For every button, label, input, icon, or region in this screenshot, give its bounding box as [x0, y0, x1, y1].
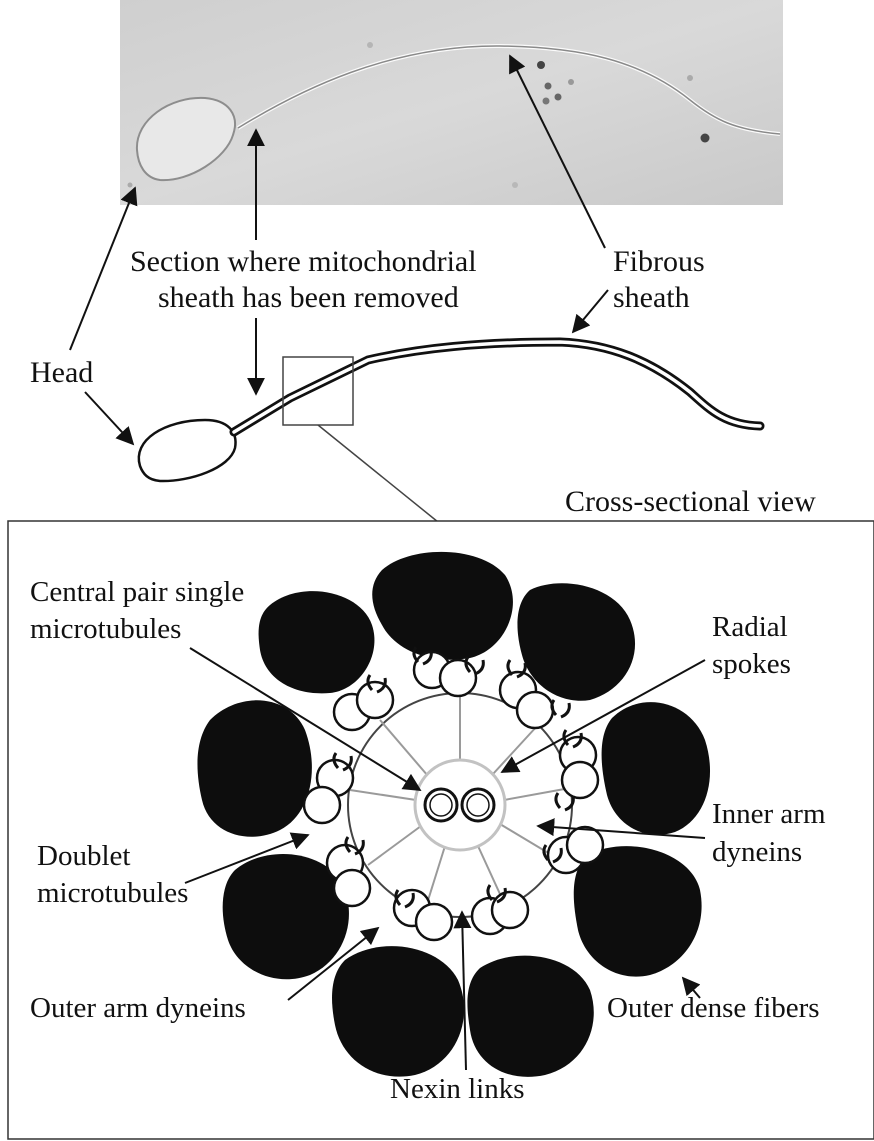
outer-dense-fiber: [259, 591, 375, 693]
outer-arm-dyneins-label: Outer arm dyneins: [30, 992, 246, 1024]
radial-spokes-label-line1: Radial: [712, 611, 788, 643]
head-label: Head: [30, 356, 93, 389]
detail-leader-line: [318, 425, 438, 522]
outer-dense-fiber: [197, 700, 311, 836]
detail-box: [283, 357, 353, 425]
fibrous-arrow-down: [573, 290, 608, 332]
fibrous-label-line1: Fibrous: [613, 245, 705, 278]
section-label-line2: sheath has been removed: [158, 281, 459, 314]
nexin-links-label: Nexin links: [390, 1073, 525, 1105]
outer-dense-fiber: [602, 702, 710, 835]
cross-section-label: Cross-sectional view: [565, 485, 816, 518]
outer-dense-fiber: [332, 946, 464, 1076]
fibrous-label-line2: sheath: [613, 281, 690, 314]
central-pair-label-line2: microtubules: [30, 613, 181, 645]
doublet-label-line2: microtubules: [37, 877, 188, 909]
radial-spokes-label-line2: spokes: [712, 648, 791, 680]
central-pair-label-line1: Central pair single: [30, 576, 244, 608]
doublet-label-line1: Doublet: [37, 840, 130, 872]
doublet: [560, 737, 598, 798]
inner-arm-label-line2: dyneins: [712, 836, 802, 868]
inner-arm-label-line1: Inner arm: [712, 798, 826, 830]
section-label-line1: Section where mitochondrial: [130, 245, 477, 278]
sperm-micrograph: [120, 0, 783, 205]
head-arrow-down: [85, 392, 133, 444]
head-arrow-up: [70, 188, 135, 350]
outer-dense-fibers-label: Outer dense fibers: [607, 992, 820, 1024]
cross-section-panel: Central pair single microtubules Radial …: [8, 521, 874, 1139]
